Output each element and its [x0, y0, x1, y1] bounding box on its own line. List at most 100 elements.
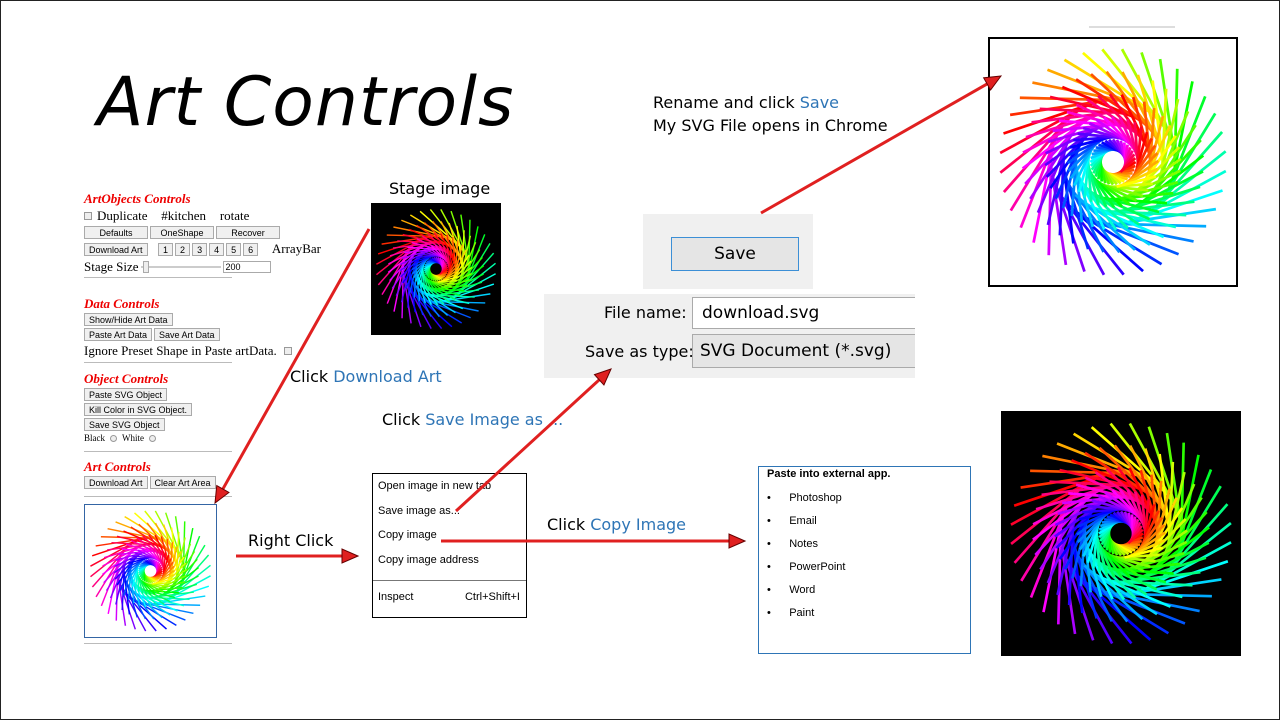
caption-right-click: Right Click [248, 531, 334, 550]
black-radio[interactable] [110, 434, 117, 442]
paste-art-data-button[interactable]: Paste Art Data [84, 328, 153, 341]
file-name-input[interactable]: download.svg [692, 297, 915, 329]
spiral-line [129, 596, 177, 627]
paste-svg-object-button[interactable]: Paste SVG Object [84, 388, 168, 401]
oneshape-button[interactable]: OneShape [150, 226, 214, 239]
caption-click: Click [547, 515, 586, 534]
spiral-line [1179, 442, 1186, 542]
spiral-line [172, 554, 210, 596]
stage-size-input[interactable]: 200 [222, 261, 271, 273]
spiral-line [1068, 565, 1133, 645]
menu-copy-image[interactable]: Copy image [378, 529, 437, 541]
spiral-line [1177, 454, 1200, 553]
spiral-line [1102, 590, 1200, 613]
save-art-data-button[interactable]: Save Art Data [154, 328, 220, 341]
spiral-line [1009, 123, 1065, 212]
stage-size-label: Stage Size [84, 259, 139, 274]
recover-button[interactable]: Recover [216, 226, 280, 239]
spiral-line [1063, 58, 1152, 114]
spiral-line [134, 599, 186, 621]
caption-rename: Rename and click [653, 93, 795, 112]
white-label: White [122, 433, 144, 443]
menu-separator [373, 580, 526, 581]
save-as-type-select[interactable]: SVG Document (*.svg) [692, 334, 915, 368]
spiral-line [1104, 222, 1207, 228]
spiral-line [1115, 207, 1217, 226]
spiral-line [91, 546, 129, 588]
spiral-line [1123, 578, 1222, 596]
spiral-line [153, 568, 163, 577]
caption-save: Save [799, 93, 840, 112]
spiral-line [1152, 522, 1232, 586]
spiral-art-image [376, 209, 496, 329]
spiral-line [125, 592, 167, 630]
duplicate-checkbox[interactable] [84, 212, 92, 220]
spiral-line [1128, 422, 1179, 512]
show-hide-art-data-button[interactable]: Show/Hide Art Data [84, 313, 173, 326]
spiral-line [115, 566, 119, 621]
chrome-svg-view [988, 37, 1238, 287]
save-svg-object-button[interactable]: Save SVG Object [84, 418, 165, 431]
array-3-button[interactable]: 3 [192, 242, 208, 256]
spiral-line [95, 537, 150, 547]
spiral-line [1009, 98, 1111, 117]
array-5-button[interactable]: 5 [226, 242, 242, 256]
menu-copy-image-address[interactable]: Copy image address [378, 554, 479, 566]
array-6-button[interactable]: 6 [243, 242, 259, 256]
spiral-line [1072, 432, 1159, 487]
menu-inspect[interactable]: Inspect [378, 591, 414, 603]
spiral-line [1166, 95, 1207, 192]
clear-art-area-button[interactable]: Clear Art Area [149, 476, 216, 489]
download-art-button[interactable]: Download Art [84, 242, 148, 256]
array-2-button[interactable]: 2 [175, 242, 191, 256]
stage-image[interactable] [371, 203, 501, 335]
spiral-line [1083, 215, 1180, 256]
paste-apps-box: Paste into external app. • Photoshop• Em… [758, 466, 971, 654]
spiral-line [401, 264, 405, 319]
spiral-line [409, 214, 457, 244]
spiral-line [1059, 194, 1125, 276]
spiral-line [393, 258, 406, 312]
kill-color-button[interactable]: Kill Color in SVG Object. [84, 403, 193, 416]
ignore-preset-checkbox[interactable] [284, 347, 293, 355]
spiral-line [407, 286, 443, 329]
caption-opens-chrome: My SVG File opens in Chrome [653, 116, 888, 135]
art-area[interactable] [84, 504, 217, 638]
spiral-line [90, 539, 139, 567]
paste-app-item: • PowerPoint [767, 561, 846, 573]
spiral-line [1173, 469, 1213, 563]
spiral-line [464, 234, 486, 285]
spiral-art-image [999, 48, 1227, 276]
caption-click: Click [290, 367, 329, 386]
defaults-button[interactable]: Defaults [84, 226, 148, 239]
inspect-shortcut: Ctrl+Shift+I [464, 591, 520, 603]
spiral-line [461, 242, 491, 290]
spiral-line [1147, 426, 1182, 521]
array-1-button[interactable]: 1 [158, 242, 174, 256]
spiral-line [1013, 472, 1109, 507]
spiral-line [1083, 580, 1170, 635]
art-download-button[interactable]: Download Art [84, 476, 148, 489]
spiral-line [1054, 185, 1106, 276]
caption-copy-image: Copy Image [590, 515, 686, 534]
paste-app-item: • Notes [767, 538, 818, 550]
spiral-line [124, 515, 172, 546]
spiral-line [1050, 174, 1086, 272]
menu-open-image-new-tab[interactable]: Open image in new tab [378, 480, 492, 492]
spiral-line [1019, 132, 1060, 229]
spiral-line [1165, 432, 1183, 532]
white-radio[interactable] [149, 434, 156, 442]
spiral-line [107, 560, 120, 615]
spiral-line [403, 275, 422, 328]
array-4-button[interactable]: 4 [209, 242, 225, 256]
spiral-line [1136, 169, 1227, 221]
stage-size-slider[interactable] [140, 261, 221, 273]
paste-app-item: • Photoshop [767, 492, 842, 504]
menu-save-image-as[interactable]: Save image as... [378, 505, 460, 517]
spiral-line [1167, 485, 1222, 572]
spiral-line [146, 603, 201, 606]
artobjects-section: ArtObjects Controls Duplicate #kitchen r… [84, 191, 324, 275]
save-button[interactable]: Save [671, 237, 799, 271]
spiral-line [1032, 142, 1056, 243]
